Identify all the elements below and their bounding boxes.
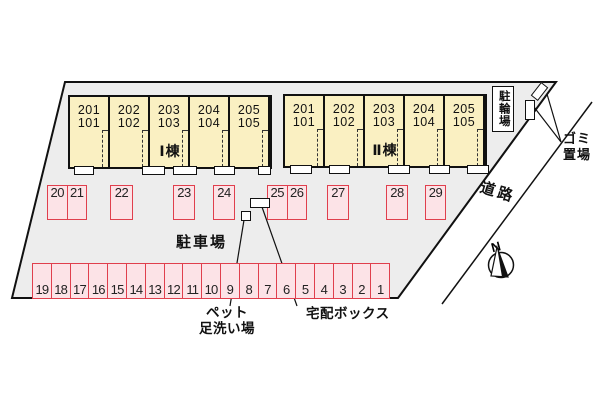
delivery-box-marker: [250, 198, 270, 208]
entrance-porch: [214, 166, 235, 175]
parking-space-number: 9: [219, 264, 239, 298]
entrance-porch: [258, 166, 271, 175]
pet-wash-marker: [241, 211, 251, 221]
parking-space-number: 6: [276, 264, 295, 298]
parking-space-number: 17: [69, 264, 89, 298]
parking-space-20-21: 20 21: [47, 185, 87, 220]
bicycle-parking-box: 駐輪場: [492, 86, 514, 132]
parking-space-number: 7: [257, 264, 277, 298]
parking-space-number: 20: [50, 185, 65, 200]
entry-door-dashed: [142, 130, 148, 167]
garbage-area-label: ゴミ 置場: [563, 131, 592, 162]
garbage-pointer-line-1: [533, 106, 562, 143]
garbage-pointer-line-2: [546, 93, 562, 143]
entry-door-dashed: [262, 130, 268, 167]
parking-space-number: 19: [35, 282, 49, 297]
pet-wash-label: ペット 足洗い場: [199, 305, 255, 337]
parking-space-number: 13: [144, 264, 164, 298]
entrance-porch: [388, 165, 410, 174]
entry-door-dashed: [317, 129, 323, 166]
garbage-bin-marker: [525, 100, 535, 120]
parking-space-27: 27: [327, 185, 349, 220]
entrance-porch: [74, 166, 94, 175]
parking-space-number: 5: [295, 264, 314, 298]
entrance-porch: [173, 166, 197, 175]
building-2-name: Ⅱ棟: [372, 142, 398, 158]
entrance-porch: [329, 165, 350, 174]
parking-space-28: 28: [386, 185, 408, 220]
compass-needle-dark-half: [497, 247, 508, 277]
entrance-porch: [142, 166, 165, 175]
bicycle-parking-label: 駐輪場: [497, 90, 510, 128]
entry-door-dashed: [222, 130, 228, 167]
parking-space-number: 22: [114, 185, 129, 200]
parking-space-number: 12: [163, 264, 183, 298]
parking-space-number: 15: [107, 264, 126, 298]
entry-door-dashed: [437, 129, 443, 166]
entry-door-dashed: [102, 130, 108, 167]
compass-circle: [487, 251, 515, 279]
parking-space-number: 2: [351, 264, 371, 298]
entry-door-dashed: [182, 130, 188, 167]
parking-space-number: 25: [270, 185, 285, 200]
parking-space-number: 4: [313, 264, 333, 298]
parking-space-number: 28: [390, 185, 404, 200]
entry-door-dashed: [477, 129, 483, 166]
parking-space-number: 1: [370, 264, 389, 298]
parking-space-29: 29: [425, 185, 446, 220]
road-far-edge-line: [441, 101, 593, 305]
parking-space-25-26: 25 26: [267, 185, 307, 220]
parking-space-number: 11: [182, 264, 201, 298]
parking-space-number: 26: [286, 186, 307, 219]
parking-space-number: 21: [66, 186, 87, 219]
parking-space-number: 29: [428, 185, 443, 200]
entrance-porch: [467, 165, 489, 174]
entry-door-dashed: [357, 129, 363, 166]
entrance-porch: [429, 165, 450, 174]
parking-space-23: 23: [173, 185, 195, 220]
delivery-box-label: 宅配ボックス: [306, 306, 390, 321]
parking-space-number: 23: [177, 185, 191, 200]
compass: N: [487, 238, 515, 279]
parking-space-number: 8: [238, 264, 258, 298]
parking-space-number: 10: [201, 264, 220, 298]
parking-space-number: 16: [88, 264, 107, 298]
building-1-name: Ⅰ棟: [159, 143, 181, 159]
parking-space-number: 18: [50, 264, 70, 298]
entrance-porch: [290, 165, 312, 174]
parking-row-lower: 19 18 17 16 15 14 13 12 11 10 9 8 7 6 5 …: [32, 263, 390, 299]
entry-door-dashed: [397, 129, 403, 166]
parking-space-number: 3: [332, 264, 352, 298]
parking-space-number: 24: [217, 185, 231, 200]
parking-space-number: 14: [125, 264, 145, 298]
parking-space-22: 22: [110, 185, 133, 220]
parking-space-24: 24: [213, 185, 235, 220]
parking-space-number: 27: [331, 185, 345, 200]
parking-area-label: 駐車場: [176, 234, 228, 251]
